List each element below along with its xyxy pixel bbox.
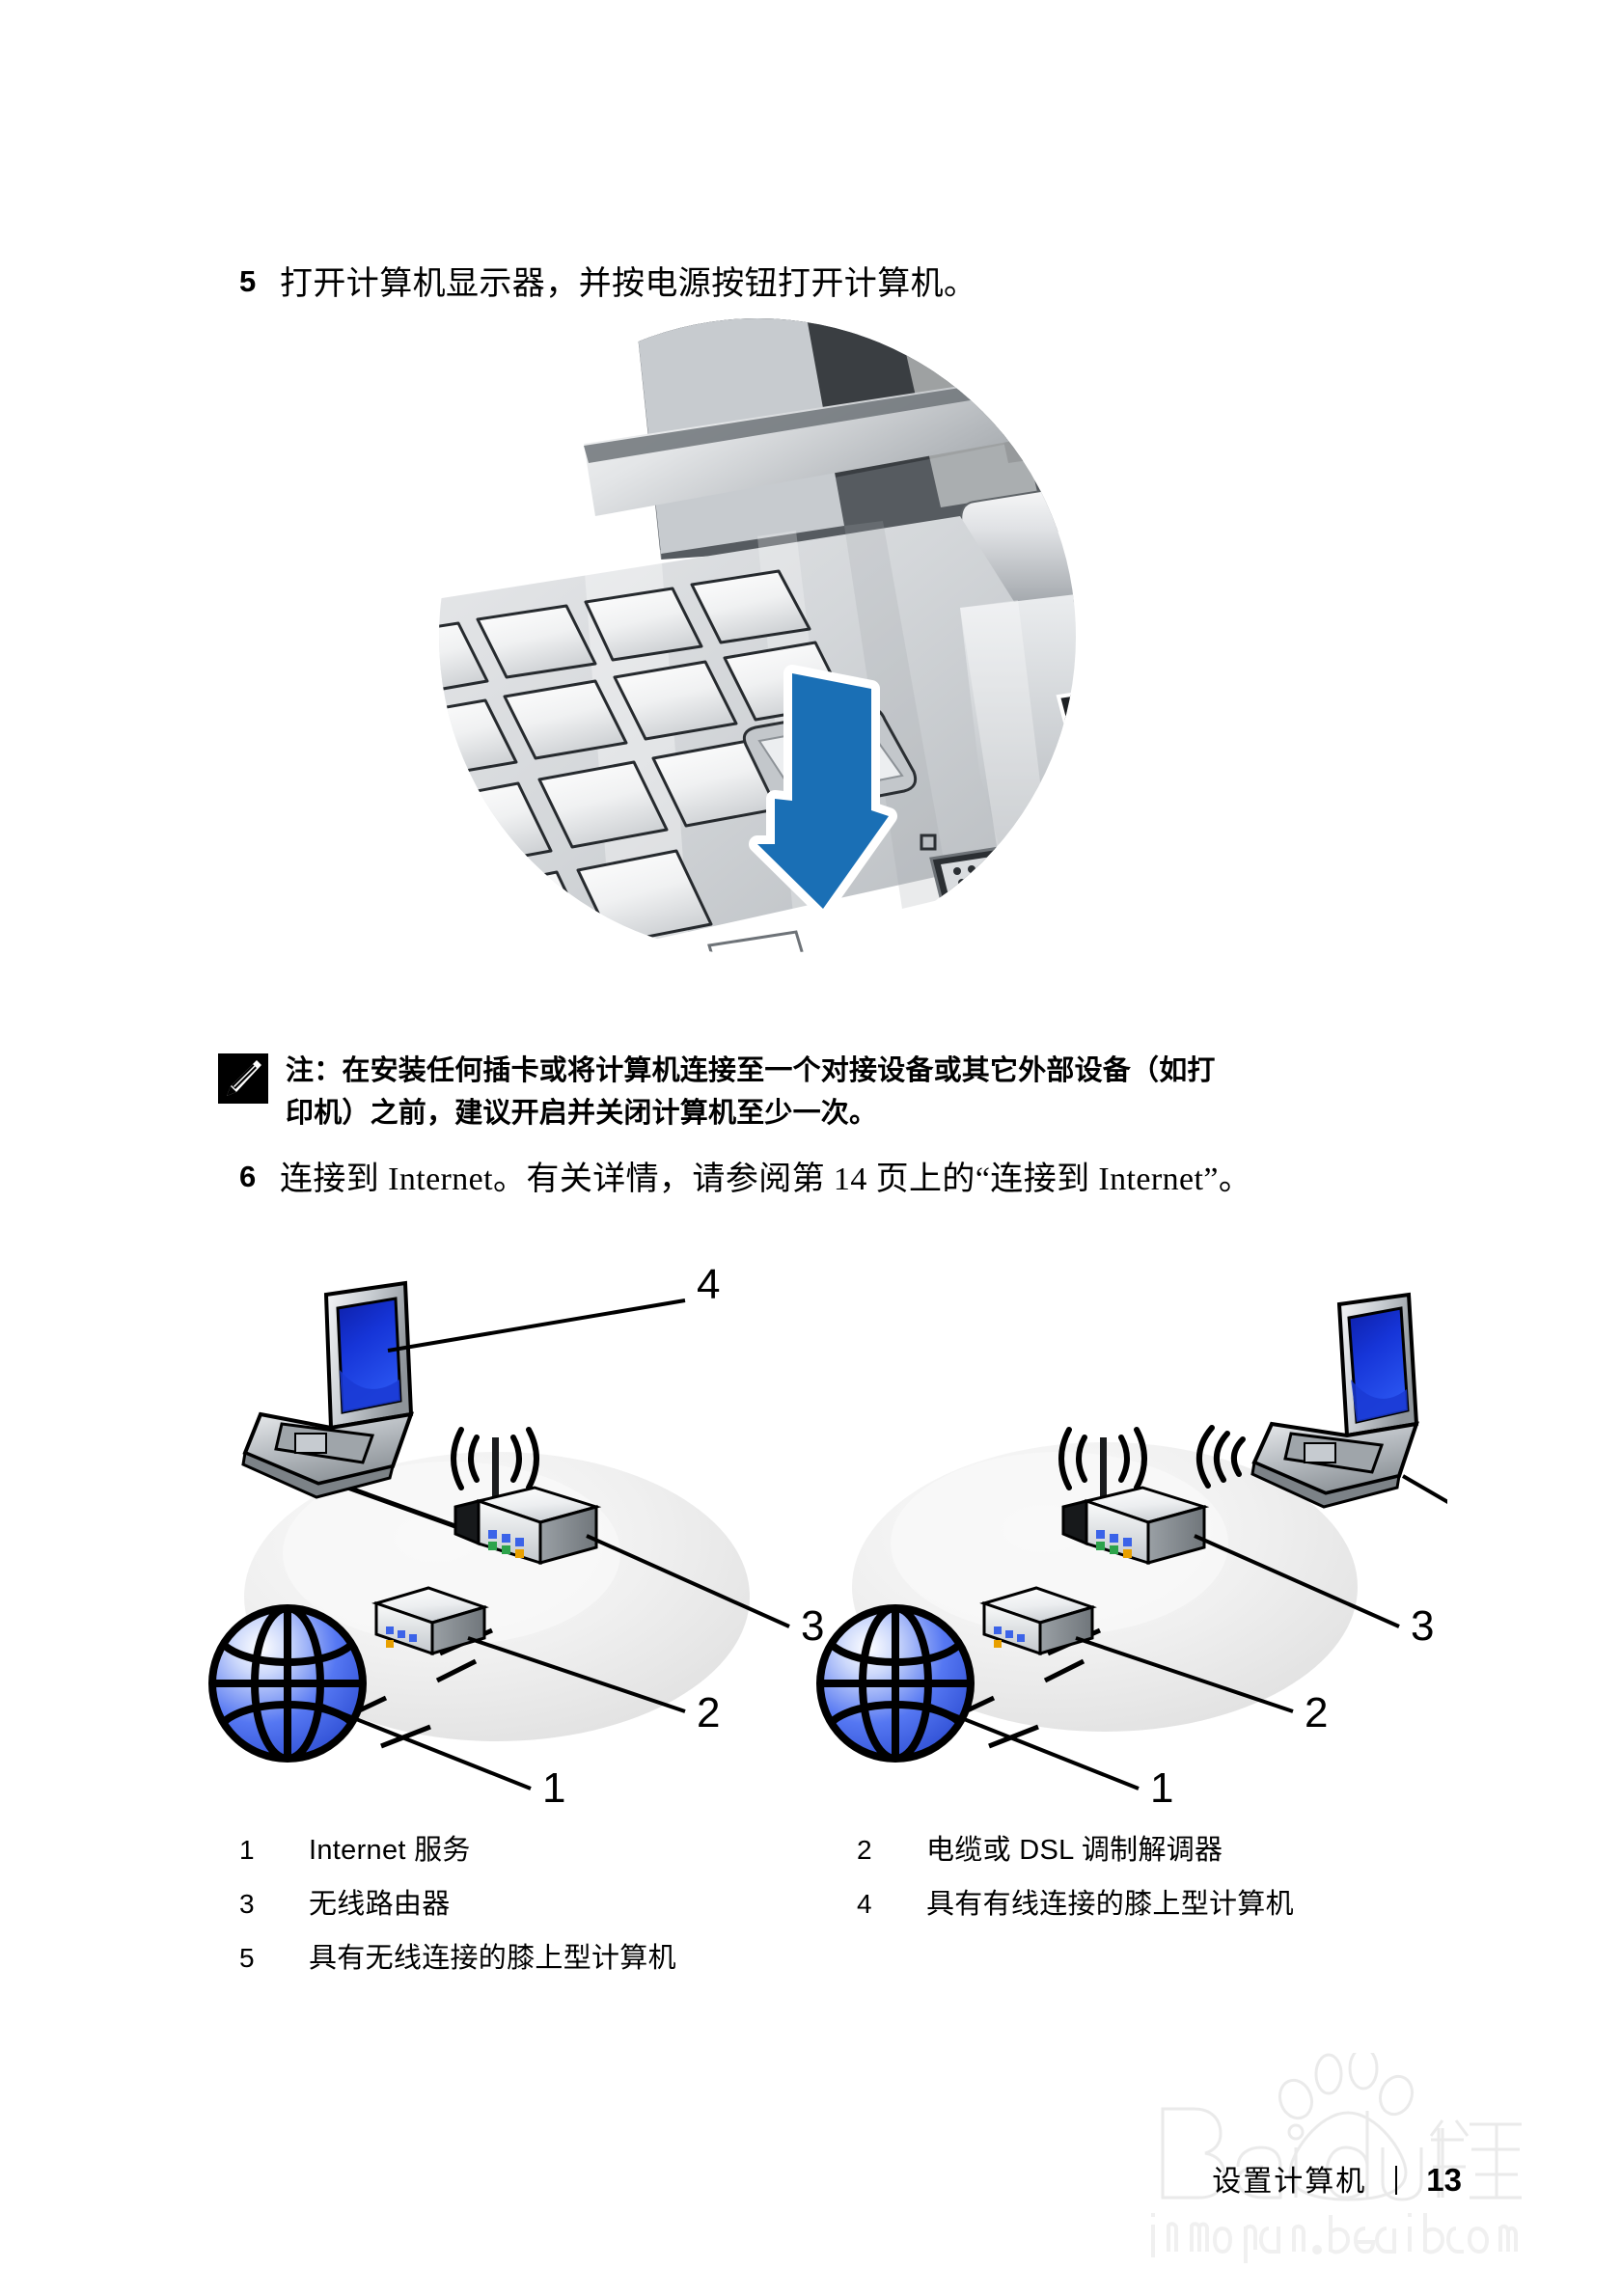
legend-row: 1 Internet 服务 2 电缆或 DSL 调制解调器 — [239, 1831, 1445, 1885]
legend-item-1: 1 Internet 服务 — [239, 1831, 857, 1870]
callout-3: 3 — [801, 1602, 824, 1650]
step-number: 5 — [239, 264, 257, 298]
paw-toe-icon — [1348, 2053, 1379, 2091]
legend-number: 3 — [239, 1889, 255, 1919]
diagram-wired-connection: 4 3 2 1 — [208, 1261, 824, 1804]
legend-number: 4 — [857, 1889, 872, 1919]
router-leds — [1096, 1530, 1132, 1558]
figure-legend: 1 Internet 服务 2 电缆或 DSL 调制解调器 3 无线路由器 4 … — [239, 1831, 1445, 1993]
modem-icon — [979, 1586, 1097, 1656]
paw-toe-icon — [1278, 2078, 1314, 2120]
internet-connection-figure: 4 3 2 1 — [208, 1261, 1447, 1804]
diagram-wireless-connection: 5 3 2 1 — [816, 1292, 1447, 1804]
legend-item-3: 3 无线路由器 — [239, 1885, 857, 1924]
legend-number: 1 — [239, 1835, 255, 1865]
legend-item-5: 5 具有无线连接的膝上型计算机 — [239, 1939, 857, 1978]
callout-1: 1 — [542, 1764, 565, 1804]
legend-label: 无线路由器 — [309, 1889, 451, 1920]
wireless-router-icon — [451, 1427, 602, 1566]
step-item-6: 6 连接到 Internet。有关详情，请参阅第 14 页上的“连接到 Inte… — [239, 1158, 1251, 1202]
legend-item-4: 4 具有有线连接的膝上型计算机 — [857, 1885, 1445, 1924]
laptop-power-button-figure — [439, 318, 1076, 955]
footer-separator — [1395, 2166, 1398, 2195]
step-text: 连接到 Internet。有关详情，请参阅第 14 页上的“连接到 Intern… — [280, 1162, 1252, 1197]
press-power-arrow-icon — [749, 665, 897, 917]
watermark-url — [1151, 2213, 1518, 2263]
legend-label: 具有有线连接的膝上型计算机 — [926, 1889, 1294, 1920]
legend-label: Internet 服务 — [309, 1835, 471, 1866]
note-block: 注：在安装任何插卡或将计算机连接至一个对接设备或其它外部设备（如打 印机）之前，… — [218, 1050, 1443, 1134]
wireless-router-icon — [1058, 1427, 1210, 1566]
legend-item-2: 2 电缆或 DSL 调制解调器 — [857, 1831, 1445, 1870]
internet-globe-icon — [816, 1604, 975, 1763]
modem-leds — [994, 1626, 1025, 1648]
note-pencil-icon — [218, 1053, 268, 1104]
modem-icon — [371, 1586, 489, 1656]
laptop-wired-icon — [241, 1280, 415, 1499]
step-text: 打开计算机显示器，并按电源按钮打开计算机。 — [280, 266, 977, 302]
callout-2: 2 — [697, 1689, 720, 1736]
legend-number: 2 — [857, 1835, 872, 1865]
footer-section-title: 设置计算机 — [1212, 2166, 1367, 2198]
legend-row: 5 具有无线连接的膝上型计算机 — [239, 1939, 1445, 1993]
laptop-wireless-icon — [1195, 1292, 1419, 1509]
router-leds — [488, 1530, 524, 1558]
callout-3: 3 — [1411, 1602, 1434, 1650]
page-footer: 设置计算机 13 — [0, 2159, 1621, 2217]
note-line-1: 在安装任何插卡或将计算机连接至一个对接设备或其它外部设备（如打 — [342, 1055, 1216, 1086]
page-number: 13 — [1426, 2162, 1462, 2198]
modem-leds — [386, 1626, 417, 1648]
paw-toe-icon — [1378, 2074, 1415, 2117]
legend-number: 5 — [239, 1943, 255, 1973]
note-line-2: 印机）之前，建议开启并关闭计算机至少一次。 — [286, 1098, 878, 1129]
legend-row: 3 无线路由器 4 具有有线连接的膝上型计算机 — [239, 1885, 1445, 1939]
callout-2: 2 — [1305, 1689, 1328, 1736]
step-item-5: 5 打开计算机显示器，并按电源按钮打开计算机。 — [239, 262, 976, 307]
note-label: 注： — [286, 1055, 343, 1086]
note-text: 注：在安装任何插卡或将计算机连接至一个对接设备或其它外部设备（如打 印机）之前，… — [286, 1050, 1216, 1134]
internet-globe-icon — [208, 1604, 367, 1763]
callout-4: 4 — [697, 1261, 720, 1308]
paw-toe-icon — [1314, 2053, 1343, 2095]
step-number: 6 — [239, 1160, 257, 1193]
callout-leaders — [321, 1298, 790, 1790]
legend-label: 具有无线连接的膝上型计算机 — [309, 1943, 676, 1974]
wifi-waves-icon — [1195, 1425, 1246, 1489]
legend-label: 电缆或 DSL 调制解调器 — [926, 1835, 1223, 1866]
callout-1: 1 — [1150, 1764, 1173, 1804]
laptop-illustration-body — [439, 318, 1076, 955]
